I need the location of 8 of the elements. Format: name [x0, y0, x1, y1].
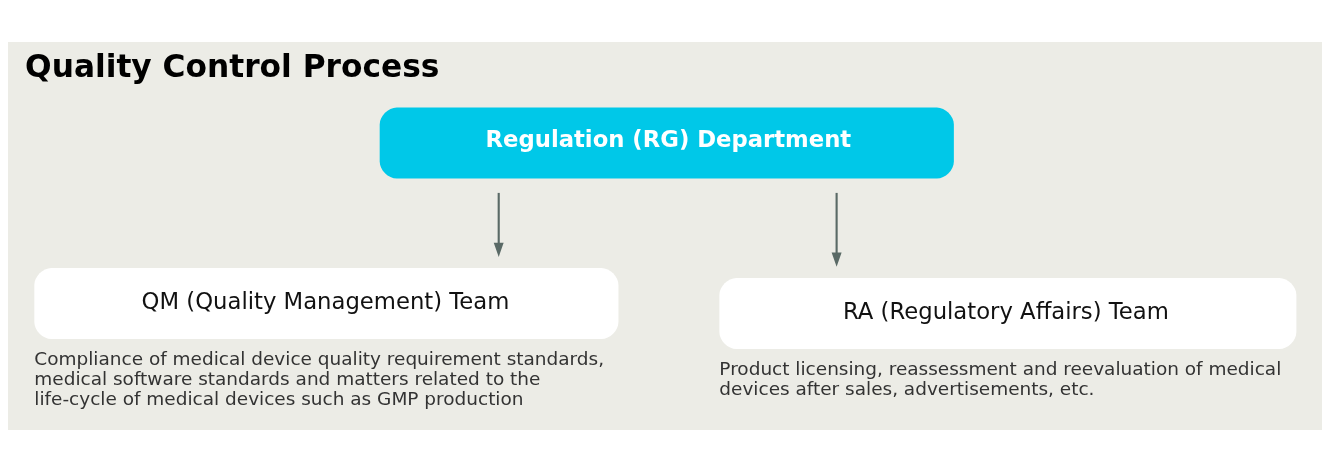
node-box: Regulation (RG) Department [379, 106, 954, 178]
node-box: QM (Quality Management) Team [34, 267, 619, 339]
node-label: Compliance of medical device quality requirement standards, medical software standards and matters related to the life-cycle of medical devices such as GMP production [34, 347, 605, 409]
arrow [493, 192, 504, 257]
arrow [831, 192, 842, 267]
node-box: RA (Regulatory Affairs) Team [719, 277, 1297, 349]
node-label: Product licensing, reassessment and reevaluation of medical devices after sales, advertisements, etc. [719, 357, 1282, 399]
diagram-title: Quality Control Process [25, 47, 440, 84]
